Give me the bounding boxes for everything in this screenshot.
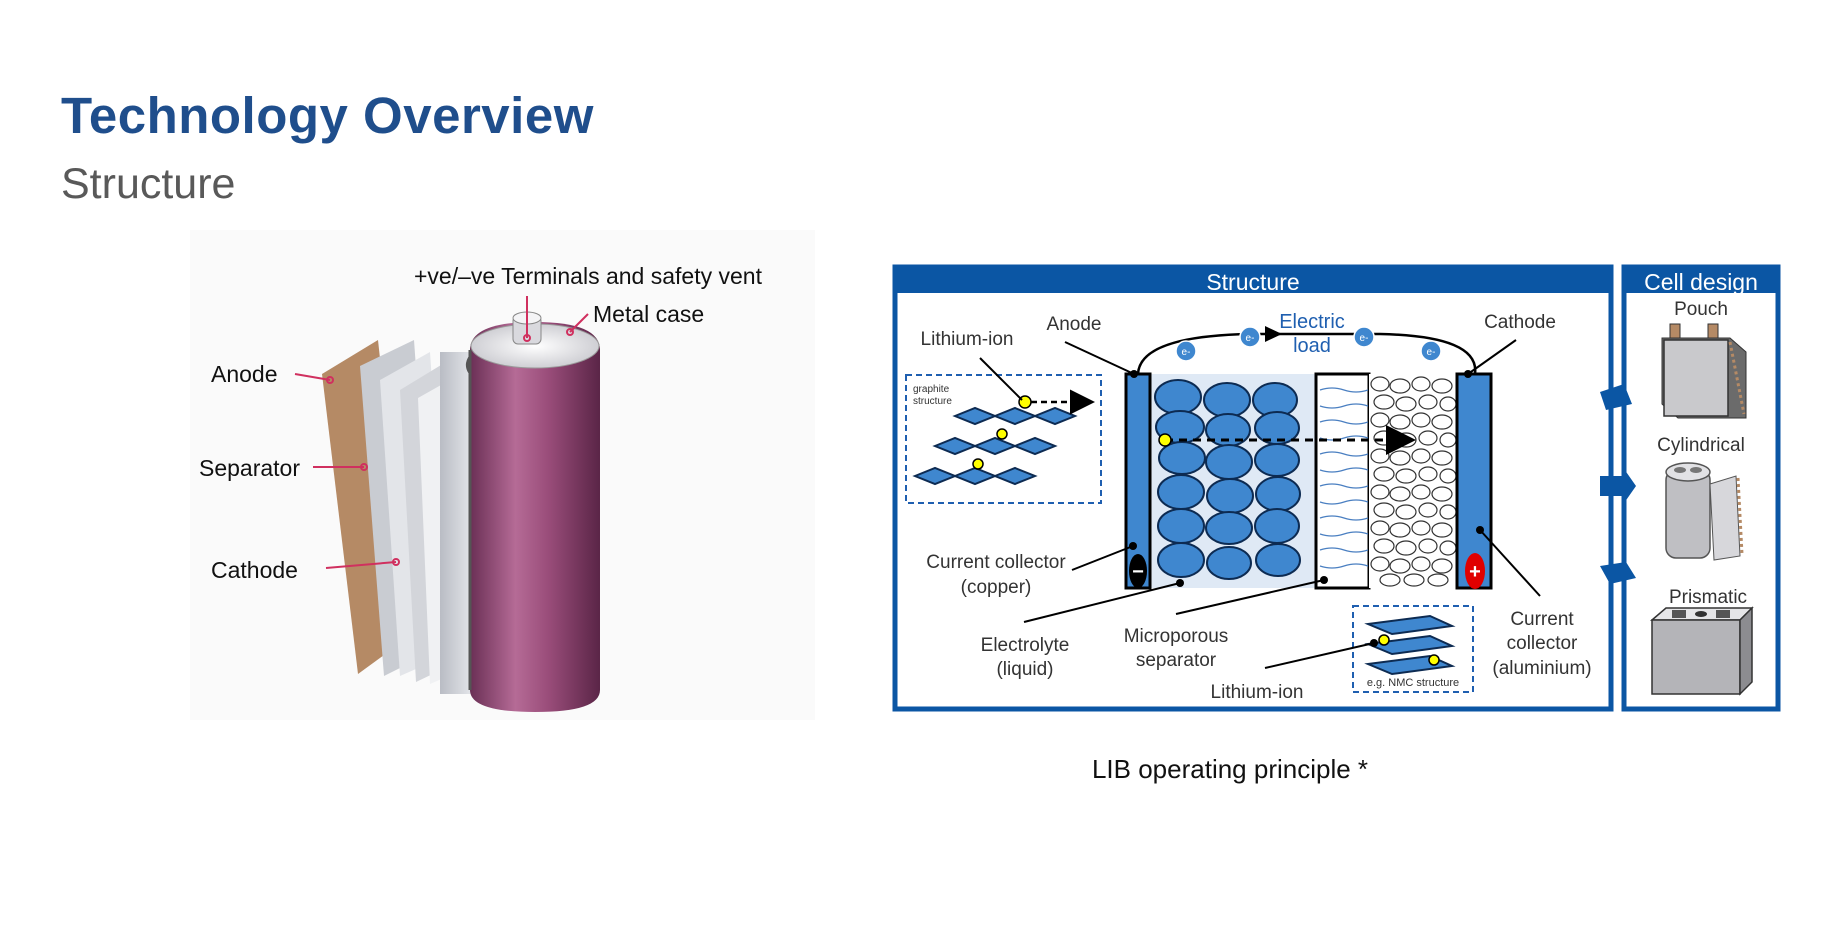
leader-dot-electrolyte <box>1176 579 1184 587</box>
label-electric-load-1: Electric <box>1279 311 1345 333</box>
electron-4 <box>1420 340 1442 362</box>
label-cathode: Cathode <box>211 557 298 583</box>
operating-principle-diagram: Structure Cell design − <box>892 264 1781 712</box>
label-graphite-1: graphite <box>913 384 950 395</box>
electron-1 <box>1175 340 1197 362</box>
structure-header: Structure <box>1206 269 1299 295</box>
label-current-collector-copper-1: Current collector <box>926 552 1066 573</box>
leader-dot-cathode <box>392 558 400 566</box>
label-anode-diagram: Anode <box>1047 314 1102 335</box>
leader-dot-cathode-diagram <box>1464 370 1472 378</box>
label-electrolyte-1: Electrolyte <box>981 635 1070 656</box>
electron-label-1: e- <box>1182 347 1191 358</box>
anode-graphite-particles <box>1154 379 1301 580</box>
leader-cathode <box>325 561 397 569</box>
cell-design-header: Cell design <box>1644 269 1758 295</box>
electron-label-3: e- <box>1360 333 1369 344</box>
connector-arrow-pouch <box>1600 384 1632 410</box>
leader-cathode-diagram <box>1467 339 1517 375</box>
electron-2 <box>1239 326 1261 348</box>
label-terminals: +ve/–ve Terminals and safety vent <box>414 263 763 289</box>
negative-terminal <box>1129 554 1147 588</box>
label-electrolyte-2: (liquid) <box>996 659 1053 680</box>
ion-graphite-2 <box>996 428 1008 440</box>
separator-fibres <box>1319 387 1369 569</box>
nmc-layers <box>1364 614 1456 676</box>
label-lithium-ion-bottom: Lithium-ion <box>1211 682 1304 703</box>
page-title: Technology Overview <box>61 87 594 144</box>
structure-header-bar <box>895 267 1611 293</box>
leader-dot-terminals <box>523 334 531 342</box>
leader-dot-anode-diagram <box>1130 370 1138 378</box>
connector-arrow-prismatic <box>1600 562 1636 584</box>
leader-current-collector-copper <box>1071 545 1134 571</box>
pouch-cell-icon <box>1661 323 1747 419</box>
leader-current-collector-al <box>1479 529 1541 597</box>
leader-metal-case <box>569 313 589 333</box>
leader-dot-anode <box>326 376 334 384</box>
label-anode: Anode <box>211 361 278 387</box>
electron-3 <box>1353 326 1375 348</box>
electric-load-arrow <box>1265 326 1282 342</box>
ion-nmc-2 <box>1428 654 1440 666</box>
cell-design-header-bar <box>1624 267 1778 293</box>
label-electric-load-2: load <box>1293 335 1331 357</box>
leader-lithium-ion-bottom <box>1264 642 1375 669</box>
label-cathode-diagram: Cathode <box>1484 312 1556 333</box>
label-graphite-2: structure <box>913 396 952 407</box>
ion-graphite-3 <box>972 458 984 470</box>
leader-dot-current-collector-copper <box>1129 542 1137 550</box>
plus-sign: + <box>1469 561 1481 583</box>
positive-terminal <box>1465 553 1485 589</box>
graphite-hex-layers <box>912 406 1078 486</box>
leader-anode-diagram <box>1064 341 1135 375</box>
leader-dot-separator <box>360 463 368 471</box>
cell-design-prismatic-label: Prismatic <box>1669 587 1747 608</box>
cell-cutaway-illustration: +ve/–ve Terminals and safety vent Metal … <box>190 230 815 720</box>
cell-design-cylindrical-label: Cylindrical <box>1657 435 1745 456</box>
external-circuit <box>1136 332 1477 375</box>
leader-dot-metal-case <box>566 328 574 336</box>
prismatic-cell-icon <box>1649 606 1754 696</box>
electron-label-4: e- <box>1427 347 1436 358</box>
label-current-collector-al-3: (aluminium) <box>1492 658 1591 679</box>
leader-dot-current-collector-al <box>1476 526 1484 534</box>
metal-case <box>470 322 600 712</box>
label-current-collector-copper-2: (copper) <box>961 577 1032 598</box>
page-subtitle: Structure <box>61 160 236 208</box>
label-metal-case: Metal case <box>593 301 704 327</box>
leader-dot-lithium-ion-bottom <box>1370 639 1378 647</box>
cell-design-pouch-label: Pouch <box>1674 299 1728 320</box>
minus-sign: − <box>1132 561 1144 583</box>
ion-nmc-1 <box>1378 634 1390 646</box>
leader-microporous <box>1175 579 1325 615</box>
lithium-ion-marker <box>1158 433 1172 447</box>
connector-arrow-cylindrical <box>1600 466 1636 506</box>
label-separator: Separator <box>199 455 300 481</box>
leader-dot-microporous <box>1320 576 1328 584</box>
leader-electrolyte <box>1023 582 1181 623</box>
electron-label-2: e- <box>1246 333 1255 344</box>
leader-anode <box>294 373 331 381</box>
label-nmc-structure: e.g. NMC structure <box>1367 677 1459 689</box>
label-current-collector-al-2: collector <box>1507 633 1578 654</box>
diagram-caption: LIB operating principle * <box>1091 754 1369 784</box>
label-current-collector-al-1: Current <box>1510 609 1574 630</box>
label-lithium-ion-top: Lithium-ion <box>921 329 1014 350</box>
label-microporous-1: Microporous <box>1124 626 1229 647</box>
label-microporous-2: separator <box>1136 650 1217 671</box>
leader-lithium-ion-top <box>979 357 1023 401</box>
cylindrical-cell-icon <box>1665 462 1744 561</box>
